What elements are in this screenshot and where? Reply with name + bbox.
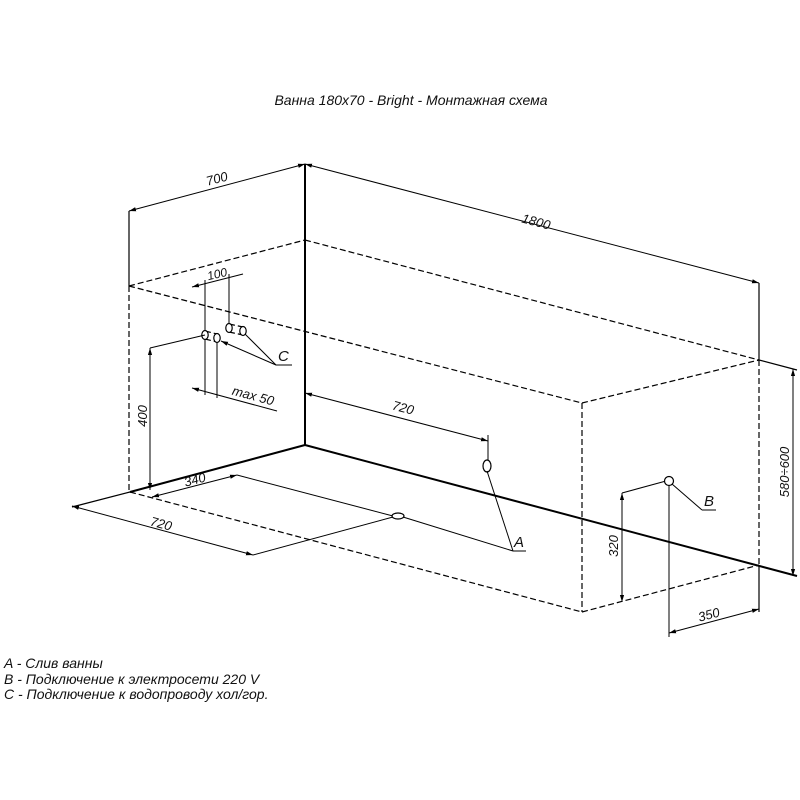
- water-connection: 100 C max 50 400: [135, 265, 292, 490]
- dimension-label: 100: [206, 265, 229, 283]
- power-connection: 320 B 350: [606, 475, 760, 637]
- back-wall-floor-joint: [304, 444, 798, 577]
- power-outlet-icon: [663, 475, 675, 487]
- bathtub-outline: [128, 211, 798, 613]
- extension-line: [758, 359, 798, 371]
- pipe-icon: [213, 332, 221, 344]
- legend-item-c: C - Подключение к водопроводу хол/гор.: [4, 686, 269, 702]
- dimension-label: 580÷600: [777, 446, 792, 497]
- dimension-label: 1800: [520, 211, 553, 233]
- dimension-label: 720: [391, 398, 417, 418]
- dimension-label: 700: [204, 168, 230, 188]
- pipe-icon: [225, 322, 233, 334]
- dimension-label: 400: [135, 404, 150, 426]
- room-walls: [71, 164, 798, 577]
- drain-connection: 720 340 720 A: [71, 392, 526, 556]
- tub-bottom-right: [581, 564, 760, 613]
- dimension-label: 340: [182, 469, 208, 489]
- dimension-tub-height: 580÷600: [777, 369, 796, 576]
- legend-item-b: B - Подключение к электросети 220 V: [4, 670, 260, 687]
- legend: A - Слив ванны B - Подключение к электро…: [4, 655, 269, 703]
- dimension-label: 350: [696, 604, 722, 624]
- tub-rim-right: [581, 359, 760, 404]
- tub-rim-back: [304, 239, 760, 361]
- diagram-title: Ванна 180x70 - Bright - Монтажная схема: [274, 92, 548, 108]
- floor-drain-icon: [391, 512, 405, 520]
- marker-label-c: C: [278, 348, 289, 365]
- legend-item-a: A - Слив ванны: [4, 655, 103, 671]
- tub-bottom-front: [129, 491, 583, 613]
- dimension-label: 720: [149, 514, 175, 534]
- dimension-length: 1800: [304, 163, 760, 284]
- dimension-label: 320: [606, 534, 621, 556]
- marker-label-b: B: [704, 493, 714, 510]
- dimension-width: 700: [128, 163, 306, 212]
- wall-drain-icon: [482, 459, 492, 473]
- floor-extension-line: [71, 491, 131, 508]
- marker-label-a: A: [513, 534, 524, 551]
- tub-rim-front: [128, 285, 583, 404]
- tub-rim-left: [128, 239, 306, 287]
- side-wall-floor-joint: [129, 444, 306, 493]
- pipe-icon: [239, 325, 247, 337]
